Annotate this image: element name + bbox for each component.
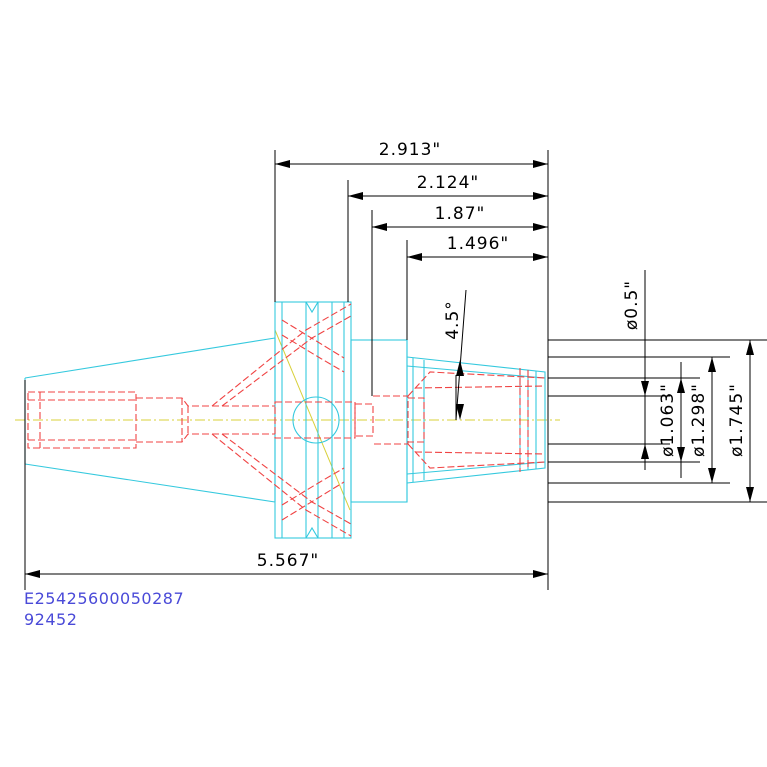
dim-2124-label: 2.124": [417, 173, 480, 193]
dimension-geometry: [24, 150, 767, 590]
centerline: [15, 329, 560, 511]
dimension-labels: 2.913" 2.124" 1.87" 1.496" 5.567" 4.5° ø…: [257, 140, 747, 571]
dim-dia-05-label: ø0.5": [622, 280, 642, 330]
internal-bore-hidden-lines: [27, 303, 546, 537]
dim-dia-1745-label: ø1.745": [727, 383, 747, 457]
part-code-line-1: E25425600050287: [24, 589, 184, 608]
dim-2913-label: 2.913": [379, 140, 442, 160]
dim-187-label: 1.87": [435, 204, 486, 224]
dim-5567-label: 5.567": [257, 551, 320, 571]
dim-angle-label: 4.5°: [443, 300, 463, 340]
dim-dia-1063-label: ø1.063": [658, 383, 678, 457]
dim-dia-1298-label: ø1.298": [689, 383, 709, 457]
part-code-line-2: 92452: [24, 610, 77, 629]
dim-1496-label: 1.496": [447, 234, 510, 254]
part-code-block: E25425600050287 92452: [24, 589, 184, 629]
